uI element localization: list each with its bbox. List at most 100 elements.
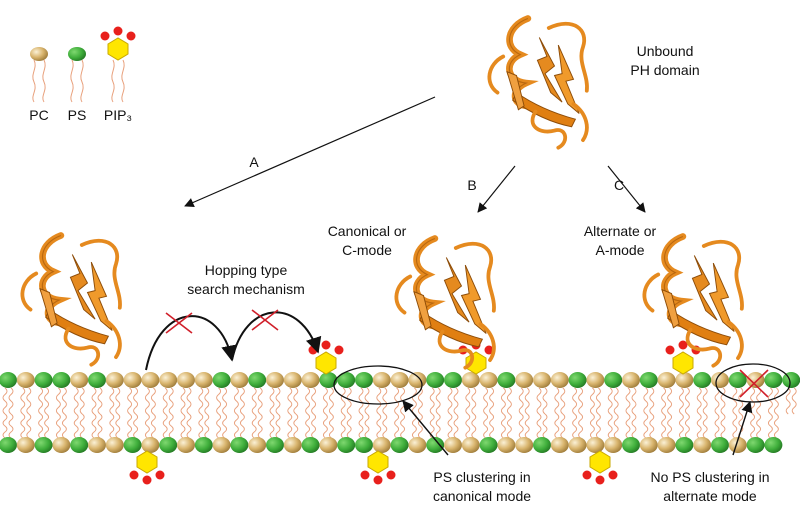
ps-head-lower-22: [390, 437, 409, 453]
pc-head-upper-31: [550, 372, 569, 388]
ps-head-upper-19: [337, 372, 356, 388]
pc-head-upper-21: [372, 372, 391, 388]
alternate-label-line2: A-mode: [595, 242, 644, 258]
ps-head-upper-41: [728, 372, 747, 388]
unbound-label-line2: PH domain: [630, 62, 699, 78]
ps-head-lower-0: [0, 437, 17, 453]
cross-icon-hop-2: [251, 309, 279, 331]
pc-head-upper-15: [266, 372, 284, 388]
ps-head-lower-4: [70, 437, 89, 453]
pc-head-lower-37: [657, 437, 676, 453]
ps-head-upper-2: [34, 372, 53, 388]
pc-head-lower-39: [693, 437, 712, 453]
pc-head-upper-10: [177, 372, 195, 388]
unbound-label-line1: Unbound: [637, 43, 694, 59]
membrane-lower-leaflet: [0, 437, 783, 453]
pc-head-upper-17: [301, 372, 320, 388]
ps-head-lower-13: [230, 437, 249, 453]
pc-head-lower-16: [283, 437, 302, 453]
legend-ps-label: PS: [68, 107, 87, 123]
ps-clustering-label-line1: PS clustering in: [433, 469, 530, 485]
pc-head-upper-16: [283, 372, 302, 388]
pc-head-lower-12: [212, 437, 231, 453]
ps-head-lower-19: [337, 437, 356, 453]
pc-head-upper-23: [408, 372, 427, 388]
canonical-label-line1: Canonical or: [328, 223, 407, 239]
pc-head-lower-6: [105, 437, 124, 453]
pc-head-lower-8: [141, 437, 160, 453]
ps-clustering-label-line2: canonical mode: [433, 488, 531, 504]
pc-head-upper-42: [746, 372, 765, 388]
pip3-upper-hopping: [308, 340, 344, 375]
ps-head-upper-0: [0, 372, 17, 388]
pc-head-upper-6: [105, 372, 124, 388]
legend-pc-label: PC: [29, 107, 48, 123]
arrow-b: [477, 165, 516, 213]
ps-head-upper-36: [639, 372, 658, 388]
ps-head-upper-5: [88, 372, 106, 388]
canonical-ps-cluster-ellipse: [333, 365, 423, 405]
arrow-c-label: C: [614, 177, 624, 193]
ps-head-upper-39: [693, 372, 712, 388]
pc-head-lower-34: [604, 437, 623, 453]
pc-head-lower-29: [515, 437, 534, 453]
unbound-ph-domain: [489, 18, 587, 147]
hopping-label-line2: search mechanism: [187, 281, 305, 297]
ps-head-upper-18: [319, 372, 338, 388]
ps-head-lower-27: [479, 437, 498, 453]
lipid-tails: [2, 387, 797, 439]
pc-head-upper-9: [159, 372, 178, 388]
pc-head-lower-41: [728, 437, 747, 453]
ps-head-upper-25: [444, 372, 462, 388]
no-ps-clustering-label-line1: No PS clustering in: [650, 469, 769, 485]
legend-pip3-lipid: [100, 26, 136, 103]
pc-head-lower-23: [408, 437, 427, 453]
pc-head-upper-8: [141, 372, 160, 388]
ps-head-lower-7: [123, 437, 142, 453]
pc-head-lower-36: [639, 437, 658, 453]
pc-head-upper-35: [622, 372, 640, 388]
ph-domain-canonical: [396, 239, 494, 368]
canonical-label-line2: C-mode: [342, 242, 392, 258]
ps-head-lower-15: [266, 437, 284, 453]
pc-head-upper-13: [230, 372, 249, 388]
ps-head-lower-9: [159, 437, 178, 453]
pc-head-lower-1: [16, 437, 35, 453]
pc-head-lower-33: [586, 437, 605, 453]
cross-icon-hop-1: [165, 312, 193, 334]
alternate-ps-ellipse: [715, 363, 791, 403]
ps-head-lower-43: [764, 437, 783, 453]
pc-head-upper-7: [123, 372, 142, 388]
pc-head-upper-11: [194, 372, 213, 388]
hop-arrow-1: [145, 315, 238, 371]
ps-head-upper-12: [212, 372, 231, 388]
ps-head-lower-2: [34, 437, 53, 453]
arrow-c: [607, 165, 646, 213]
pc-head-upper-37: [657, 372, 676, 388]
ps-head-upper-34: [604, 372, 623, 388]
ps-head-lower-42: [746, 437, 765, 453]
pc-head-upper-26: [461, 372, 480, 388]
ps-head-upper-24: [426, 372, 445, 388]
pc-head-lower-21: [372, 437, 391, 453]
ps-head-lower-38: [675, 437, 694, 453]
ps-head-upper-28: [497, 372, 516, 388]
membrane-upper-leaflet: [0, 372, 800, 388]
pc-head-lower-25: [444, 437, 462, 453]
ps-clustering-arrow: [402, 400, 449, 456]
pc-head-upper-38: [675, 372, 694, 388]
pip3-upper-alternate: [665, 340, 701, 375]
pip3-lower-1: [129, 450, 165, 485]
arrow-a: [184, 96, 436, 207]
cross-icon-alternate: [739, 369, 769, 398]
legend: PC PS PIP₃: [29, 26, 136, 123]
pc-head-lower-18: [319, 437, 338, 453]
alternate-label-line1: Alternate or: [584, 223, 657, 239]
pc-head-lower-14: [248, 437, 267, 453]
ps-head-lower-40: [711, 437, 729, 453]
legend-pip3-label: PIP₃: [104, 107, 132, 123]
ps-head-lower-20: [355, 437, 373, 453]
pc-head-upper-29: [515, 372, 534, 388]
